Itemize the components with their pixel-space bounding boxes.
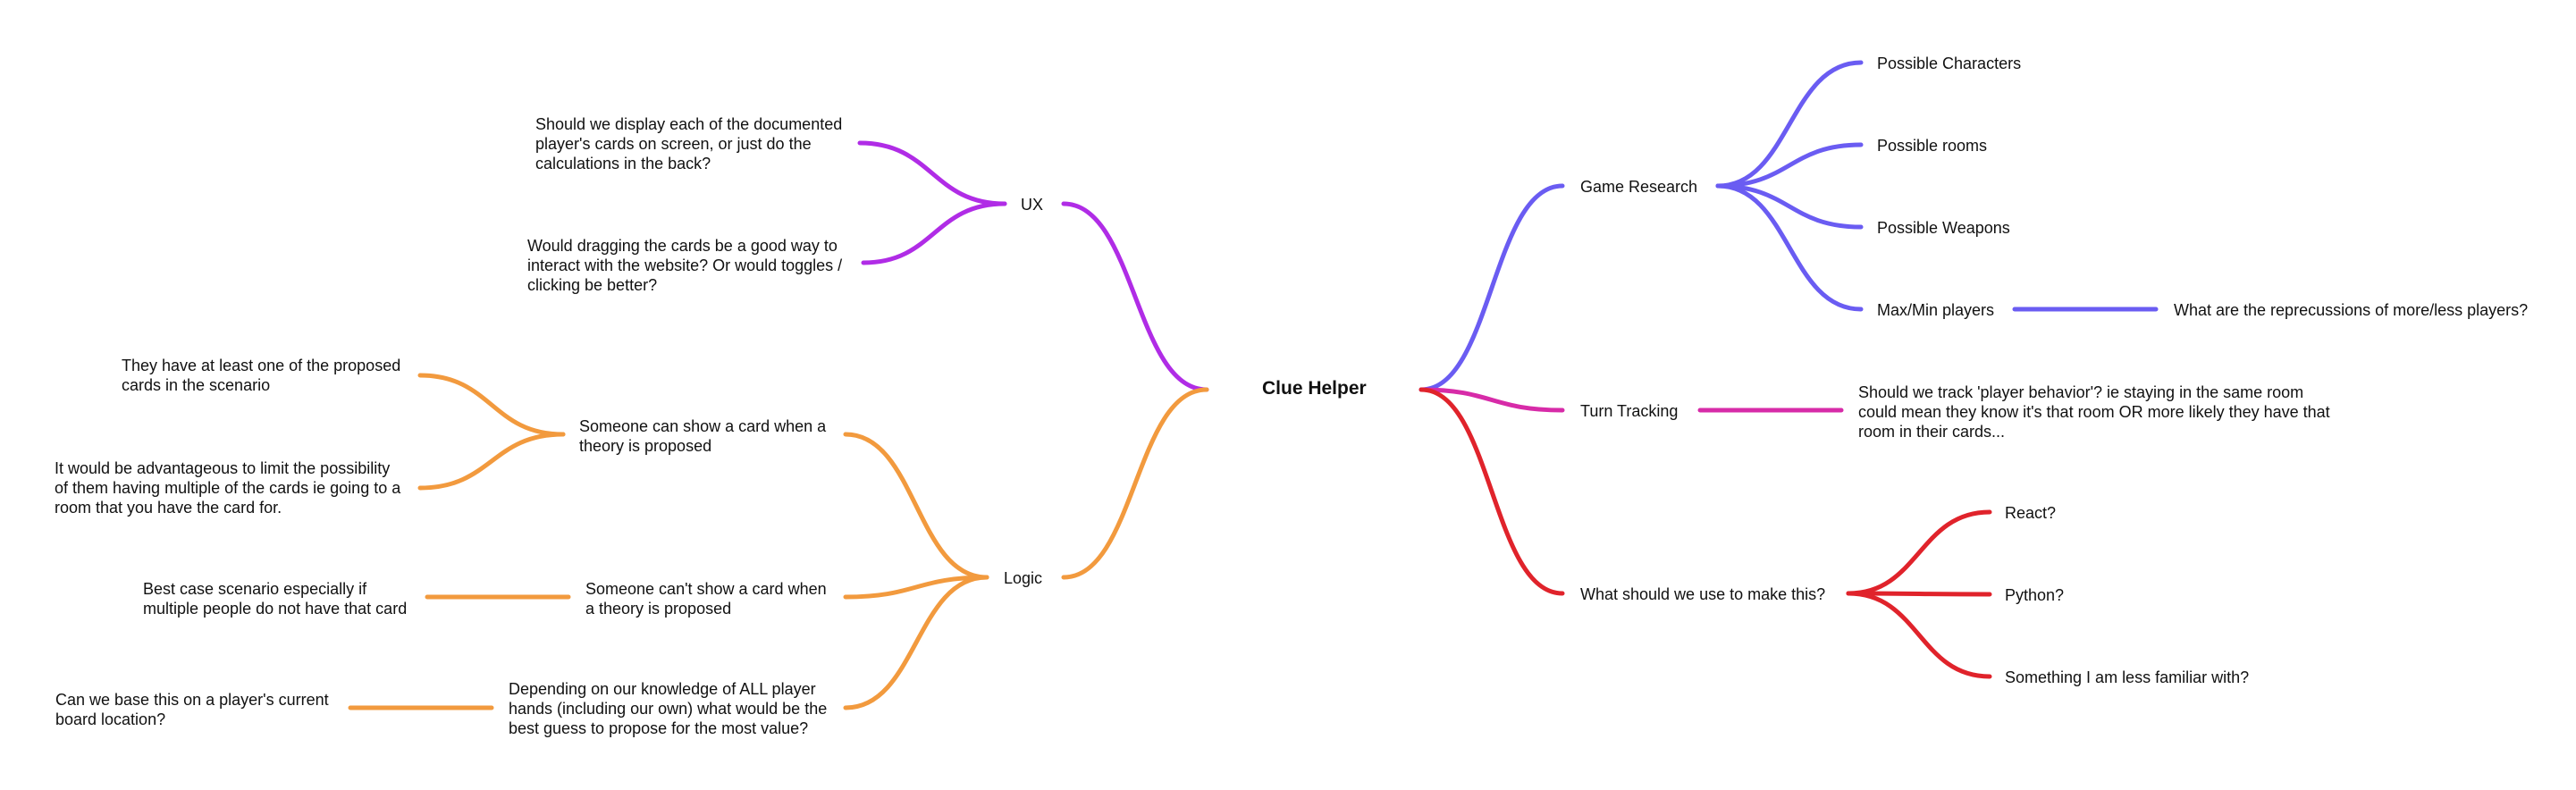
topic-logic[interactable]: Logic xyxy=(1004,569,1043,587)
subtopic-logic-board-location[interactable]: Can we base this on a player's current b… xyxy=(55,691,329,728)
link-gr-players xyxy=(1715,183,1864,312)
subtopic-logic-depending-knowledge[interactable]: Depending on our knowledge of ALL player… xyxy=(509,680,828,737)
topic-what-should-we-use[interactable]: What should we use to make this? xyxy=(1580,585,1826,603)
connector-lines xyxy=(348,60,2159,710)
subtopic-logic-can-show-card[interactable]: Someone can show a card when a theory is… xyxy=(579,417,827,455)
link-center-what-use xyxy=(1418,387,1565,596)
link-what-use-unfamiliar xyxy=(1846,591,1992,679)
topic-game-research[interactable]: Game Research xyxy=(1580,178,1698,196)
link-gr-rooms xyxy=(1715,142,1864,189)
link-logic-depending xyxy=(843,575,989,710)
link-what-use-python xyxy=(1846,591,1992,597)
subtopic-ux-dragging-cards[interactable]: Would dragging the cards be a good way t… xyxy=(527,237,843,294)
link-can-show-at-least-one xyxy=(417,373,566,437)
subtopic-possible-characters[interactable]: Possible Characters xyxy=(1877,55,2022,72)
subtopic-possible-weapons[interactable]: Possible Weapons xyxy=(1877,219,2010,237)
link-center-turn-tracking xyxy=(1418,387,1565,413)
link-logic-cant-show xyxy=(843,575,989,600)
subtopic-player-behavior[interactable]: Should we track 'player behavior'? ie st… xyxy=(1858,383,2330,441)
link-logic-can-show xyxy=(843,432,989,580)
subtopic-logic-at-least-one[interactable]: They have at least one of the proposed c… xyxy=(122,357,401,394)
link-center-logic xyxy=(1061,387,1209,580)
subtopic-logic-cant-show-card[interactable]: Someone can't show a card when a theory … xyxy=(585,580,827,618)
subtopic-ux-display-cards[interactable]: Should we display each of the documented… xyxy=(535,115,843,172)
subtopic-unfamiliar-tech[interactable]: Something I am less familiar with? xyxy=(2005,668,2250,686)
link-center-game-research xyxy=(1418,183,1565,392)
subtopic-react[interactable]: React? xyxy=(2005,504,2057,522)
subtopic-logic-best-case[interactable]: Best case scenario especially if multipl… xyxy=(143,580,408,618)
link-center-ux xyxy=(1061,201,1209,392)
link-ux-drag xyxy=(861,201,1007,265)
central-topic-clue-helper[interactable]: Clue Helper xyxy=(1262,378,1367,399)
link-ux-display xyxy=(857,140,1007,206)
subtopic-python[interactable]: Python? xyxy=(2005,586,2065,604)
subtopic-max-min-players[interactable]: Max/Min players xyxy=(1877,301,1995,319)
topic-ux[interactable]: UX xyxy=(1021,196,1044,214)
link-what-use-react xyxy=(1846,509,1992,596)
link-can-show-advantageous xyxy=(417,432,566,491)
link-gr-characters xyxy=(1715,60,1864,189)
topic-turn-tracking[interactable]: Turn Tracking xyxy=(1580,402,1679,420)
subtopic-possible-rooms[interactable]: Possible rooms xyxy=(1877,137,1988,155)
link-gr-weapons xyxy=(1715,183,1864,230)
subtopic-player-repercussions[interactable]: What are the reprecussions of more/less … xyxy=(2174,301,2529,319)
subtopic-logic-advantageous[interactable]: It would be advantageous to limit the po… xyxy=(55,459,401,517)
